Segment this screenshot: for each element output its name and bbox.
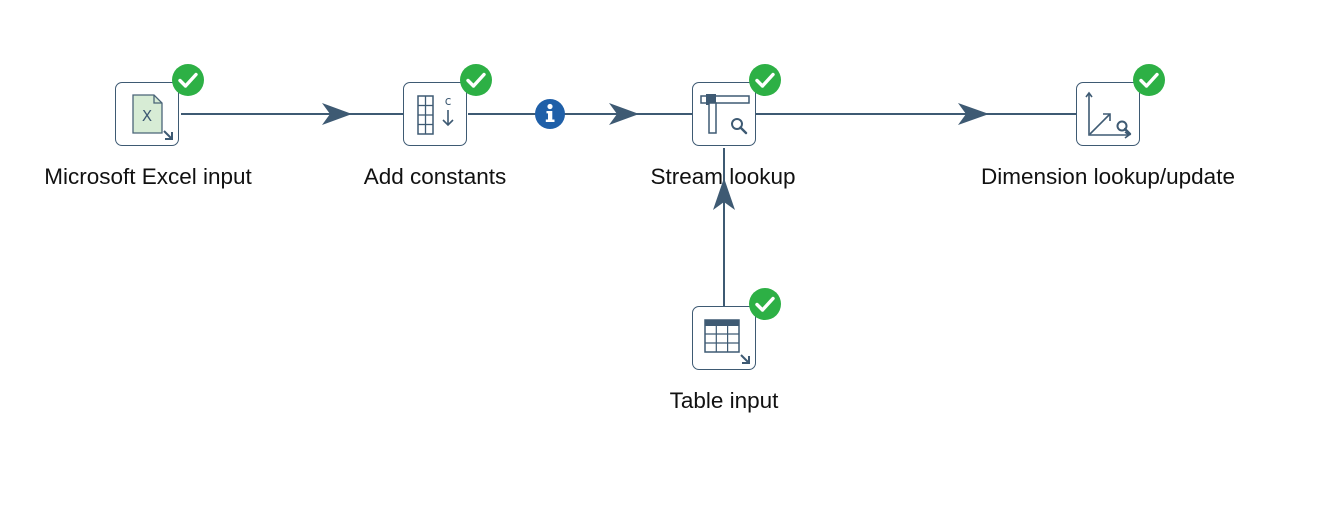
- hop-arrowhead: [322, 103, 352, 125]
- info-icon[interactable]: [535, 99, 565, 129]
- add-constants-icon: c: [417, 94, 454, 135]
- success-check-icon: [749, 64, 781, 96]
- hop-arrowhead: [958, 103, 989, 125]
- step-label: Dimension lookup/update: [981, 164, 1235, 189]
- hop-excel-to-constants[interactable]: [181, 103, 403, 125]
- success-check-icon: [749, 288, 781, 320]
- hop-arrowhead: [713, 178, 735, 210]
- svg-text:c: c: [445, 94, 452, 108]
- hop-table-to-lookup[interactable]: [713, 148, 735, 306]
- step-table-input[interactable]: [692, 306, 756, 370]
- stream-lookup-icon: [700, 94, 750, 135]
- step-label: Stream lookup: [650, 164, 796, 189]
- step-microsoft-excel-input[interactable]: X: [115, 82, 179, 146]
- step-stream-lookup[interactable]: [692, 82, 756, 146]
- step-dimension-lookup-update[interactable]: [1076, 82, 1140, 146]
- svg-text:X: X: [142, 107, 152, 125]
- step-label: Add constants: [363, 164, 507, 189]
- success-check-icon: [460, 64, 492, 96]
- step-add-constants[interactable]: c: [403, 82, 467, 146]
- success-check-icon: [1133, 64, 1165, 96]
- hop-constants-to-lookup[interactable]: [468, 99, 692, 129]
- hop-lookup-to-dimension[interactable]: [756, 103, 1076, 125]
- hop-arrowhead: [609, 103, 639, 125]
- success-check-icon: [172, 64, 204, 96]
- excel-input-icon: X: [132, 94, 173, 140]
- step-label: Microsoft Excel input: [44, 164, 252, 189]
- step-label: Table input: [669, 388, 779, 413]
- dimension-lookup-icon: [1085, 91, 1132, 139]
- table-input-icon: [704, 319, 750, 364]
